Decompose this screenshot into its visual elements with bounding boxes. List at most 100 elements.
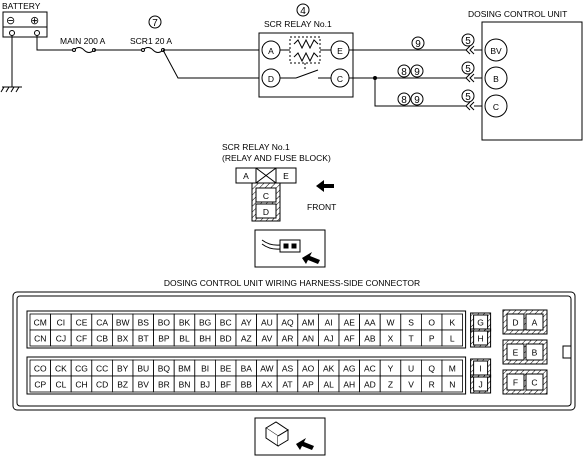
battery-plus-terminal: ⊕ [30,15,39,27]
svg-text:B: B [493,74,499,84]
insert-arrow-icon [302,252,320,264]
dcu-pin-label: BM [178,364,191,374]
dcu-side-pin-label: J [478,380,482,390]
fuse-scr1-ref: 7 [152,18,158,29]
dcu-pin-label: CO [34,364,47,374]
fuse-scr1-icon [142,47,164,53]
dcu-pin-label: CM [34,318,47,328]
dcu-power-pin-cell [525,373,544,391]
dcu-pin-label: CL [55,380,66,390]
battery-feed-wire [36,36,74,51]
dcu-pin-label: L [450,334,455,344]
svg-text:A: A [268,46,274,56]
dcu-pin-label: AF [344,334,355,344]
svg-text:C: C [493,102,499,112]
dcu-power-pin-label: B [532,348,538,358]
relay-connector-pin-E [275,167,297,184]
front-arrow-icon [316,180,334,192]
dcu-pin-label: AK [323,364,335,374]
relay-ref-circle [296,3,310,17]
dcu-pin-label: BR [158,380,170,390]
svg-text:C: C [263,191,269,201]
relay-connector-pin-D [255,203,277,219]
dcu-pin-label: AV [262,334,273,344]
dcu-side-pin-cell [473,376,489,392]
dcu-pin-label: BZ [117,380,128,390]
dcu-pin-label: AZ [241,334,252,344]
dcu-pin-label: AI [325,318,333,328]
dcu-pin-label: AS [282,364,294,374]
connector-ref-2: 5 [465,64,471,75]
dcu-pin-cell [441,375,464,393]
dcu-pin-label: AG [343,364,355,374]
dcu-side-pin-label: H [478,334,484,344]
dcu-pin-label: S [408,318,414,328]
dcu-pin-label: M [449,364,456,374]
relay-connector-title-2: (RELAY AND FUSE BLOCK) [222,153,331,163]
dcu-pin-label: BK [179,318,191,328]
dcu-pin-label: BQ [158,364,171,374]
wire-to-relay-D [162,49,259,79]
wire-ref-1: 9 [415,39,421,50]
dcu-side-pin-cell [473,330,489,346]
svg-text:D: D [268,74,274,84]
dcu-pin-label: BP [158,334,170,344]
dcu-pin-label: AW [260,364,273,374]
dcu-pin-cell [441,329,464,347]
dcu-pin-label: N [449,380,455,390]
wire-ref-2a: 8 [401,67,407,78]
dcu-pin-label: AY [241,318,252,328]
dcu-pin-label: AB [364,334,376,344]
dcu-pin-label: V [408,380,414,390]
svg-text:D: D [263,207,269,217]
dcu-pin-label: AN [302,334,314,344]
connector-plug-icon [265,421,289,447]
dcu-pin-label: K [449,318,455,328]
relay-connector-view: SCR RELAY No.1 (RELAY AND FUSE BLOCK) A … [222,142,336,268]
dcu-pin-label: AU [261,318,273,328]
fuse-scr1-label: SCR1 20 A [130,36,172,46]
dcu-pin-label: Y [388,364,394,374]
relay-connector-title-1: SCR RELAY No.1 [222,142,290,152]
wire-ref-2b: 9 [414,67,420,78]
wire-C-to-C [374,78,466,107]
dcu-pin-label: AD [364,380,376,390]
dcu-pin-label: BU [137,364,149,374]
dcu-pin-label: AT [282,380,292,390]
dcu-pin-label: BL [179,334,190,344]
dcu-connector-title: DOSING CONTROL UNIT WIRING HARNESS-SIDE … [164,278,420,288]
dcu-pin-label: R [429,380,435,390]
dcu-pin-B [484,66,508,90]
dcu-pin-label: AC [364,364,376,374]
dcu-pin-label: U [408,364,414,374]
dcu-pin-label: AP [302,380,314,390]
dcu-pin-label: CB [96,334,108,344]
dcu-pin-C [484,94,508,118]
wire-ref-3b: 9 [414,95,420,106]
dcu-pin-label: BO [158,318,171,328]
dcu-power-pin-cell [525,343,544,361]
dcu-power-pin-cell [506,373,525,391]
svg-text:E: E [337,46,343,56]
dcu-pin-label: CH [75,380,87,390]
dcu-pin-label: BW [116,318,130,328]
dcu-pin-label: T [408,334,413,344]
dcu-pin-label: P [429,334,435,344]
dcu-side-pin-label: I [479,364,481,374]
dcu-pin-label: CI [57,318,66,328]
dcu-pin-label: AE [344,318,356,328]
dcu-pin-label: CF [76,334,87,344]
wire-ref-3a: 8 [401,95,407,106]
dcu-pin-label: AH [343,380,355,390]
connector-chevron-icon [465,45,475,111]
dcu-pin-label: BF [220,380,231,390]
battery-terminal-minus [9,30,15,36]
dcu-power-pin-label: C [531,378,537,388]
svg-text:A: A [243,171,249,181]
dcu-connector-thumbnail-group [254,417,326,456]
dcu-pin-label: AL [323,380,334,390]
connector-plug-icon [261,239,301,253]
dcu-pin-label: CE [76,318,88,328]
dcu-pin-label: AO [302,364,315,374]
